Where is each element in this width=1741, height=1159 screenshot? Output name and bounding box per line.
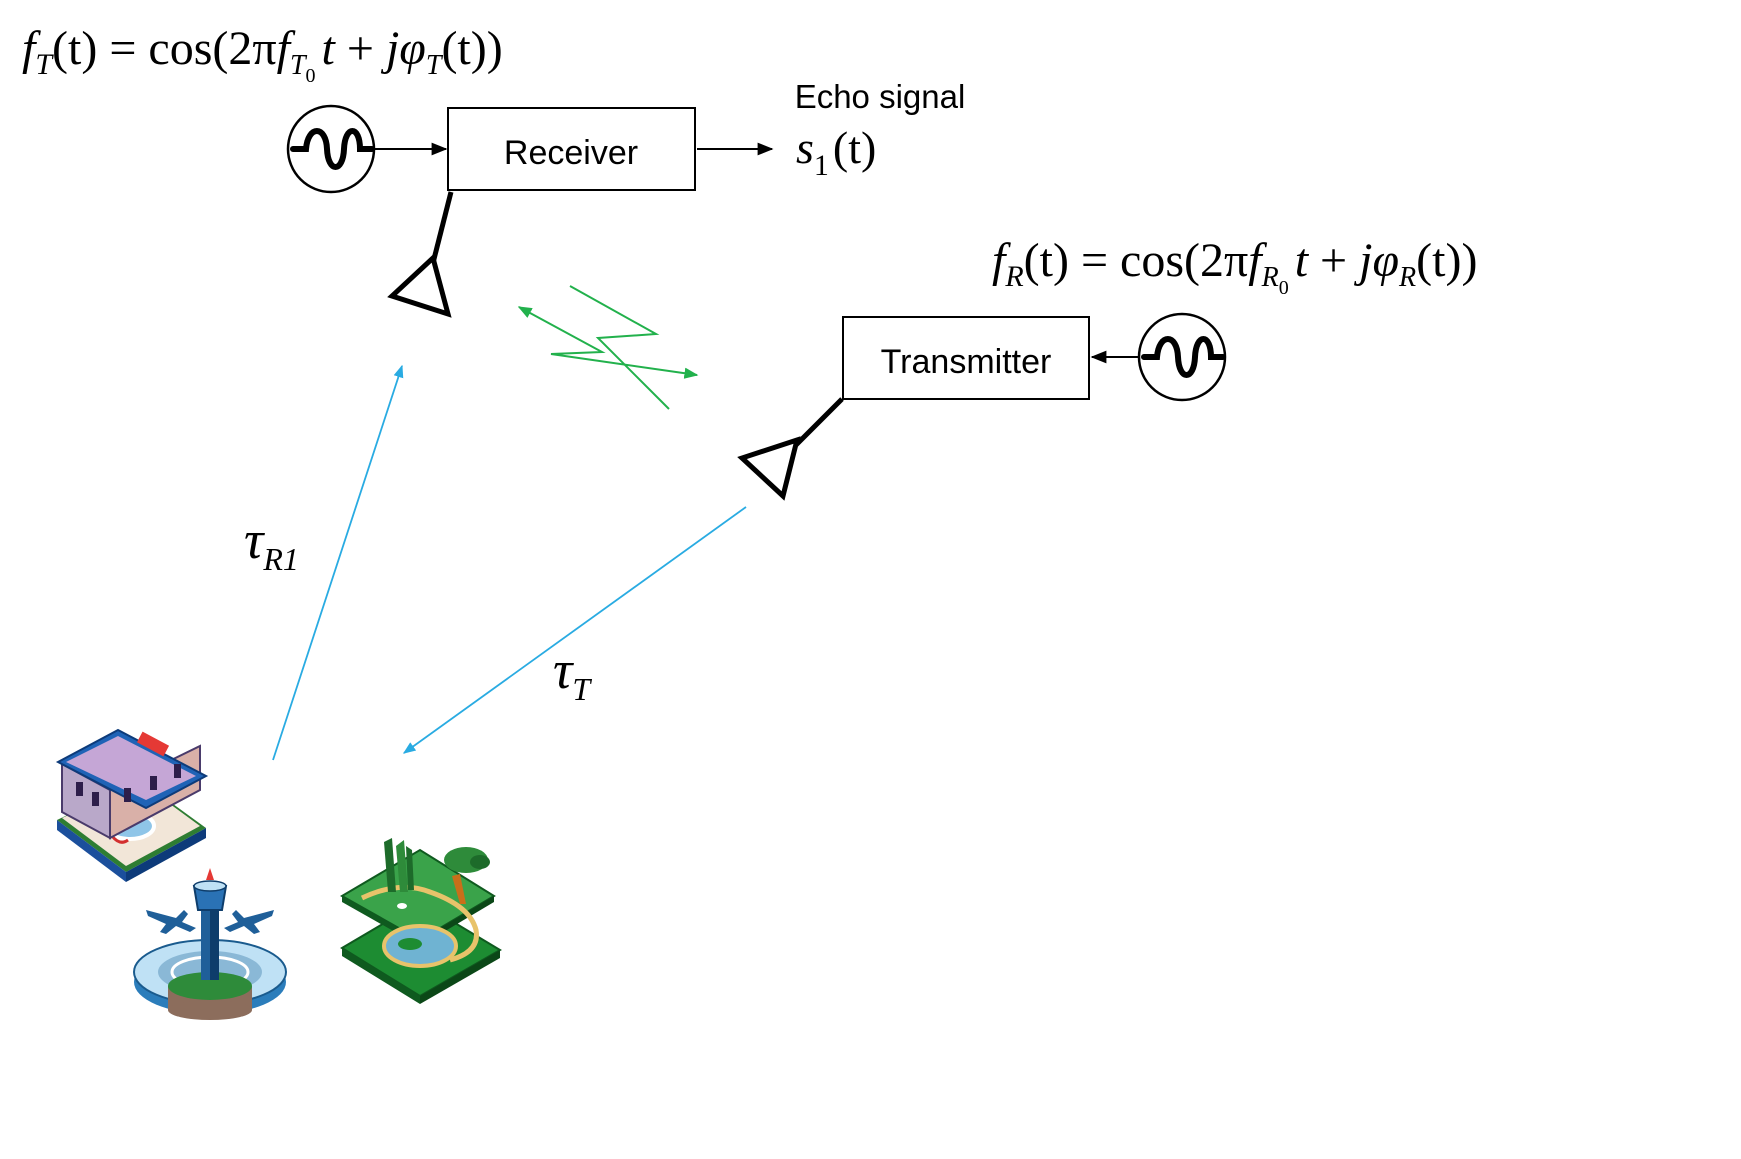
receive-path-ray — [272, 364, 404, 761]
triangle-antenna-icon — [737, 436, 801, 501]
svg-text:fT(t) = cos(2πfT0t + jφT(t)): fT(t) = cos(2πfT0t + jφT(t)) — [22, 22, 503, 87]
transmitter-label: Transmitter — [881, 343, 1052, 381]
echo-signal-caption: Echo signal — [795, 78, 966, 115]
receive-delay-label: τR1 — [244, 510, 299, 577]
hotel-pool-icon — [55, 728, 209, 882]
sine-oscillator-icon — [1141, 336, 1226, 378]
triangle-antenna-icon — [387, 253, 452, 318]
lightning-link-icon — [517, 285, 699, 410]
transmitter-box: Transmitter — [842, 316, 1090, 400]
receiver-antenna — [387, 191, 454, 318]
receiver-label: Receiver — [504, 134, 638, 172]
transmitter-antenna — [737, 397, 844, 501]
direct-link — [517, 285, 699, 410]
receiver-box: Receiver — [447, 107, 696, 191]
transmit-path-ray — [402, 506, 747, 754]
svg-text:s1(t): s1(t) — [796, 122, 876, 182]
transmitter-oscillator — [1137, 312, 1227, 402]
transmitter-equation: fR(t) = cos(2πfR0t + jφR(t)) — [992, 234, 1477, 299]
receiver-equation: fT(t) = cos(2πfT0t + jφT(t)) — [22, 22, 503, 87]
sine-oscillator-icon — [290, 128, 375, 170]
airport-tower-icon — [133, 868, 287, 1020]
transmit-delay-label: τT — [553, 640, 592, 707]
echo-signal-output: Echo signal s1(t) — [795, 78, 966, 182]
receiver-oscillator — [286, 104, 376, 194]
svg-text:fR(t) = cos(2πfR0t + jφR(t)): fR(t) = cos(2πfR0t + jφR(t)) — [992, 234, 1477, 299]
park-lake-icon — [339, 838, 502, 1004]
